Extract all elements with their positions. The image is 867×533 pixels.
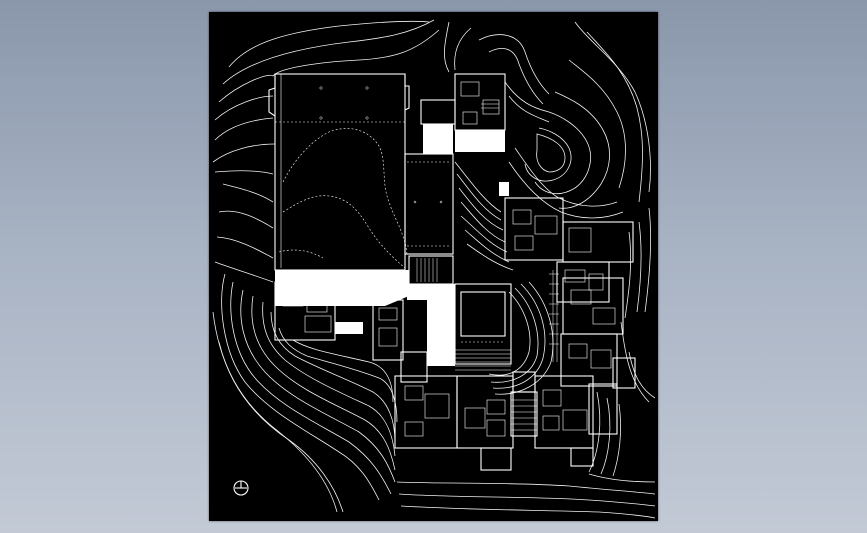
terrain-contours bbox=[212, 19, 656, 519]
north-arrow-icon bbox=[233, 480, 249, 496]
entry-connector bbox=[404, 73, 506, 255]
entrance-plaza bbox=[275, 255, 455, 366]
center-block bbox=[372, 299, 451, 383]
east-guest-units bbox=[499, 182, 636, 389]
drawing-sheet[interactable] bbox=[209, 12, 658, 521]
site-plan-drawing bbox=[212, 19, 656, 519]
west-guest-unit bbox=[274, 281, 363, 341]
south-guest-units bbox=[394, 371, 618, 471]
central-courtyard bbox=[454, 283, 512, 371]
main-hall bbox=[268, 73, 410, 271]
